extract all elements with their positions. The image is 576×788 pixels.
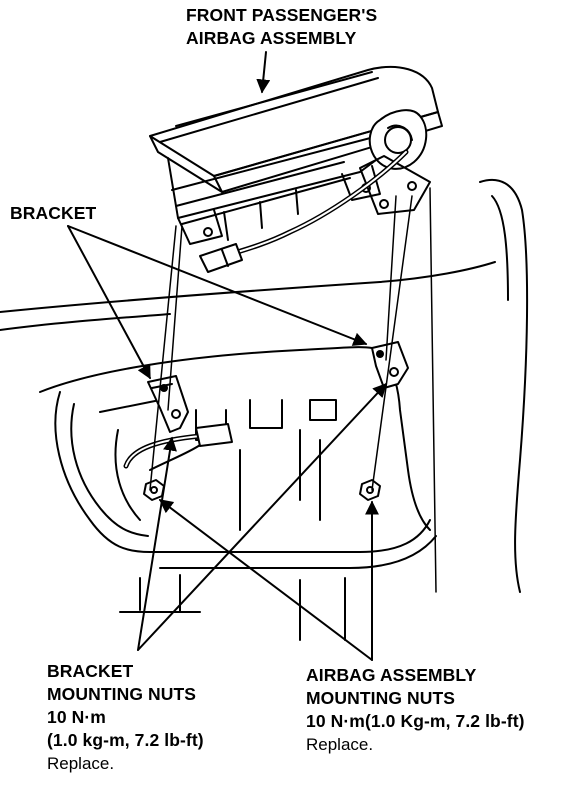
dash-harness [123,423,233,469]
right-bracket [371,341,409,389]
airbag-nuts-note: Replace. [306,735,374,754]
airbag-module [149,65,443,273]
airbag-nuts-torque: 10 N·m(1.0 Kg-m, 7.2 lb-ft) [306,711,525,731]
arrow-bracket-right [67,225,368,346]
bracket-nuts-note: Replace. [47,754,115,773]
bracket-nuts-line1: BRACKET [47,661,134,681]
arrow-airbag-nut-left [158,499,373,661]
airbag-mounting-nuts-label: AIRBAG ASSEMBLY MOUNTING NUTS 10 N·m(1.0… [306,664,525,756]
bracket-nuts-torque: 10 N·m [47,707,106,727]
bracket-nuts-line2: MOUNTING NUTS [47,684,197,704]
right-nut [359,479,381,501]
mounting-nuts [143,479,381,501]
left-nut [143,479,165,501]
bracket-label: BRACKET [10,202,96,225]
arrow-bracket-nut-right [137,382,387,651]
airbag-assembly-label-line1: FRONT PASSENGER'S [186,5,378,25]
arrow-bracket-left [67,225,151,380]
leader-arrows [67,51,387,661]
arrow-bracket-nut-left [137,436,177,651]
bracket-label-text: BRACKET [10,203,97,223]
bracket-nuts-torque-alt: (1.0 kg-m, 7.2 lb-ft) [47,730,204,750]
airbag-nuts-line1: AIRBAG ASSEMBLY [306,665,477,685]
alignment-lines [149,187,437,593]
dashboard-outline [0,178,529,641]
arrow-airbag-assembly [256,51,271,94]
airbag-assembly-label: FRONT PASSENGER'S AIRBAG ASSEMBLY [186,4,377,50]
bracket-mounting-nuts-label: BRACKET MOUNTING NUTS 10 N·m (1.0 kg-m, … [47,660,204,775]
airbag-nuts-line2: MOUNTING NUTS [306,688,456,708]
airbag-assembly-label-line2: AIRBAG ASSEMBLY [186,28,357,48]
